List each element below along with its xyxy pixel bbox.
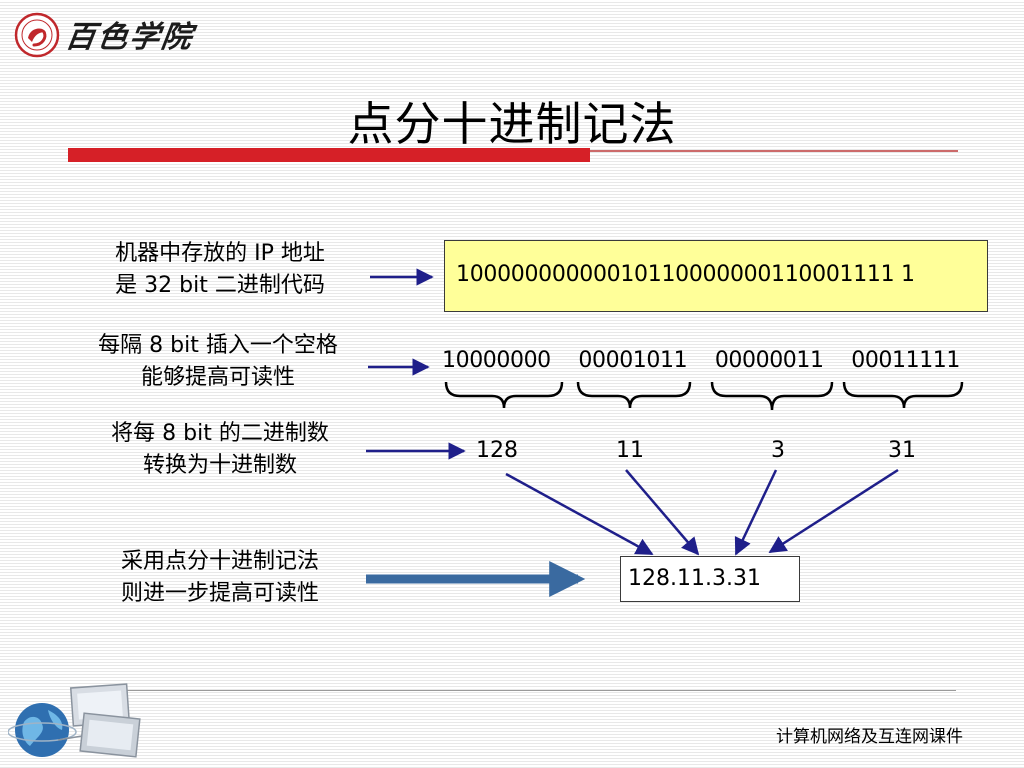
caption-insert-space: 每隔 8 bit 插入一个空格 能够提高可读性 (66, 330, 370, 394)
decimal-2: 11 (616, 438, 644, 463)
school-seal-icon (14, 12, 60, 58)
page-title: 点分十进制记法 (347, 97, 677, 151)
caption-line: 机器中存放的 IP 地址 (115, 241, 325, 266)
binary-address-value: 10000000000010110000000110001111 1 (456, 262, 915, 287)
title-underline-bar (68, 148, 590, 162)
decimal-1: 128 (476, 438, 518, 463)
footer-course-title: 计算机网络及互连网课件 (776, 727, 963, 747)
arrow-merge-4 (768, 468, 899, 554)
arrow-merge-3 (734, 469, 778, 556)
octet-row: 10000000 00001011 00000011 00011111 (442, 348, 960, 373)
footer-divider (124, 690, 956, 691)
caption-line: 将每 8 bit 的二进制数 (111, 421, 329, 446)
dotted-decimal-value: 128.11.3.31 (628, 566, 761, 591)
octet-1: 10000000 (442, 348, 551, 373)
title-underline-line (590, 150, 958, 152)
brace-octet-4 (842, 381, 964, 409)
caption-ip-32bit: 机器中存放的 IP 地址 是 32 bit 二进制代码 (70, 238, 370, 302)
brace-octet-1 (444, 381, 564, 409)
caption-line: 能够提高可读性 (140, 365, 295, 390)
caption-line: 每隔 8 bit 插入一个空格 (98, 333, 338, 358)
caption-line: 采用点分十进制记法 (120, 549, 319, 574)
brace-octet-3 (710, 381, 834, 411)
caption-line: 则进一步提高可读性 (120, 581, 319, 606)
octet-2: 00001011 (578, 348, 688, 373)
arrow-merge-1 (505, 472, 654, 556)
brace-octet-2 (576, 381, 692, 409)
caption-convert-decimal: 将每 8 bit 的二进制数 转换为十进制数 (70, 418, 370, 482)
globe-network-icon (8, 683, 141, 758)
dotted-decimal-box (620, 556, 800, 602)
octet-3: 00000011 (714, 348, 824, 373)
decimal-3: 3 (771, 438, 785, 463)
binary-address-box (444, 240, 988, 312)
caption-line: 转换为十进制数 (142, 453, 297, 478)
octet-4: 00011111 (851, 348, 960, 373)
caption-dotted-decimal: 采用点分十进制记法 则进一步提高可读性 (70, 546, 370, 610)
caption-line: 是 32 bit 二进制代码 (115, 273, 325, 298)
decimal-4: 31 (888, 438, 916, 463)
arrow-merge-2 (625, 469, 700, 556)
